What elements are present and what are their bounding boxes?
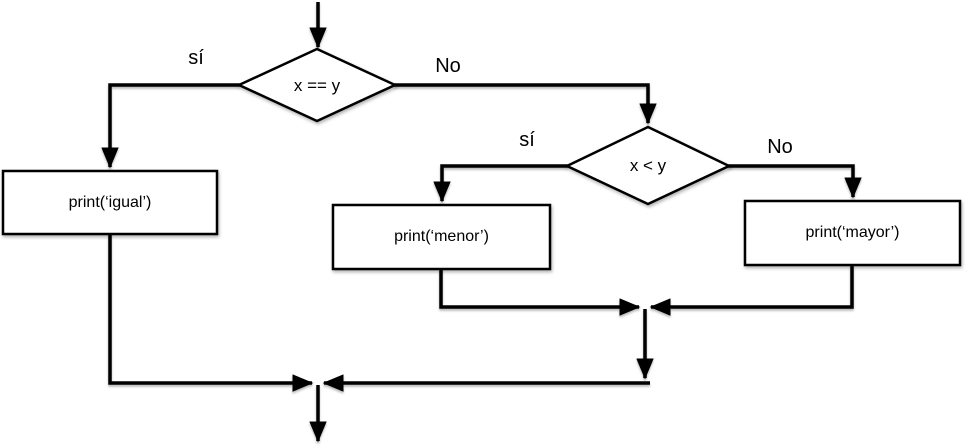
edge-p2-to-merge2 xyxy=(439,269,641,316)
process-3-label: print(‘mayor’) xyxy=(805,224,900,241)
decision-1-label: x == y xyxy=(293,76,341,95)
edge-d1-yes xyxy=(101,83,240,169)
edge-d1-no xyxy=(394,83,657,125)
process-2-label: print(‘menor’) xyxy=(394,228,489,245)
edge-d2-no xyxy=(728,164,862,199)
decision-2-label: x < y xyxy=(629,156,667,175)
edge-label-d1-no: No xyxy=(435,54,461,77)
edge-label-d2-yes: sí xyxy=(519,128,535,151)
edge-d2-yes xyxy=(433,164,568,203)
process-1-label: print(‘igual’) xyxy=(68,193,152,211)
process-box-menor xyxy=(331,203,552,271)
edge-label-d1-yes: sí xyxy=(188,46,204,69)
decision-diamond-x-less-y xyxy=(564,125,732,206)
edge-label-d2-no: No xyxy=(767,135,793,158)
edge-p1-to-merge1 xyxy=(108,234,314,392)
decision-diamond-x-equals-y xyxy=(236,47,398,123)
process-box-igual xyxy=(1,169,219,236)
edge-p3-to-merge2 xyxy=(649,265,854,316)
process-box-mayor xyxy=(743,199,962,267)
